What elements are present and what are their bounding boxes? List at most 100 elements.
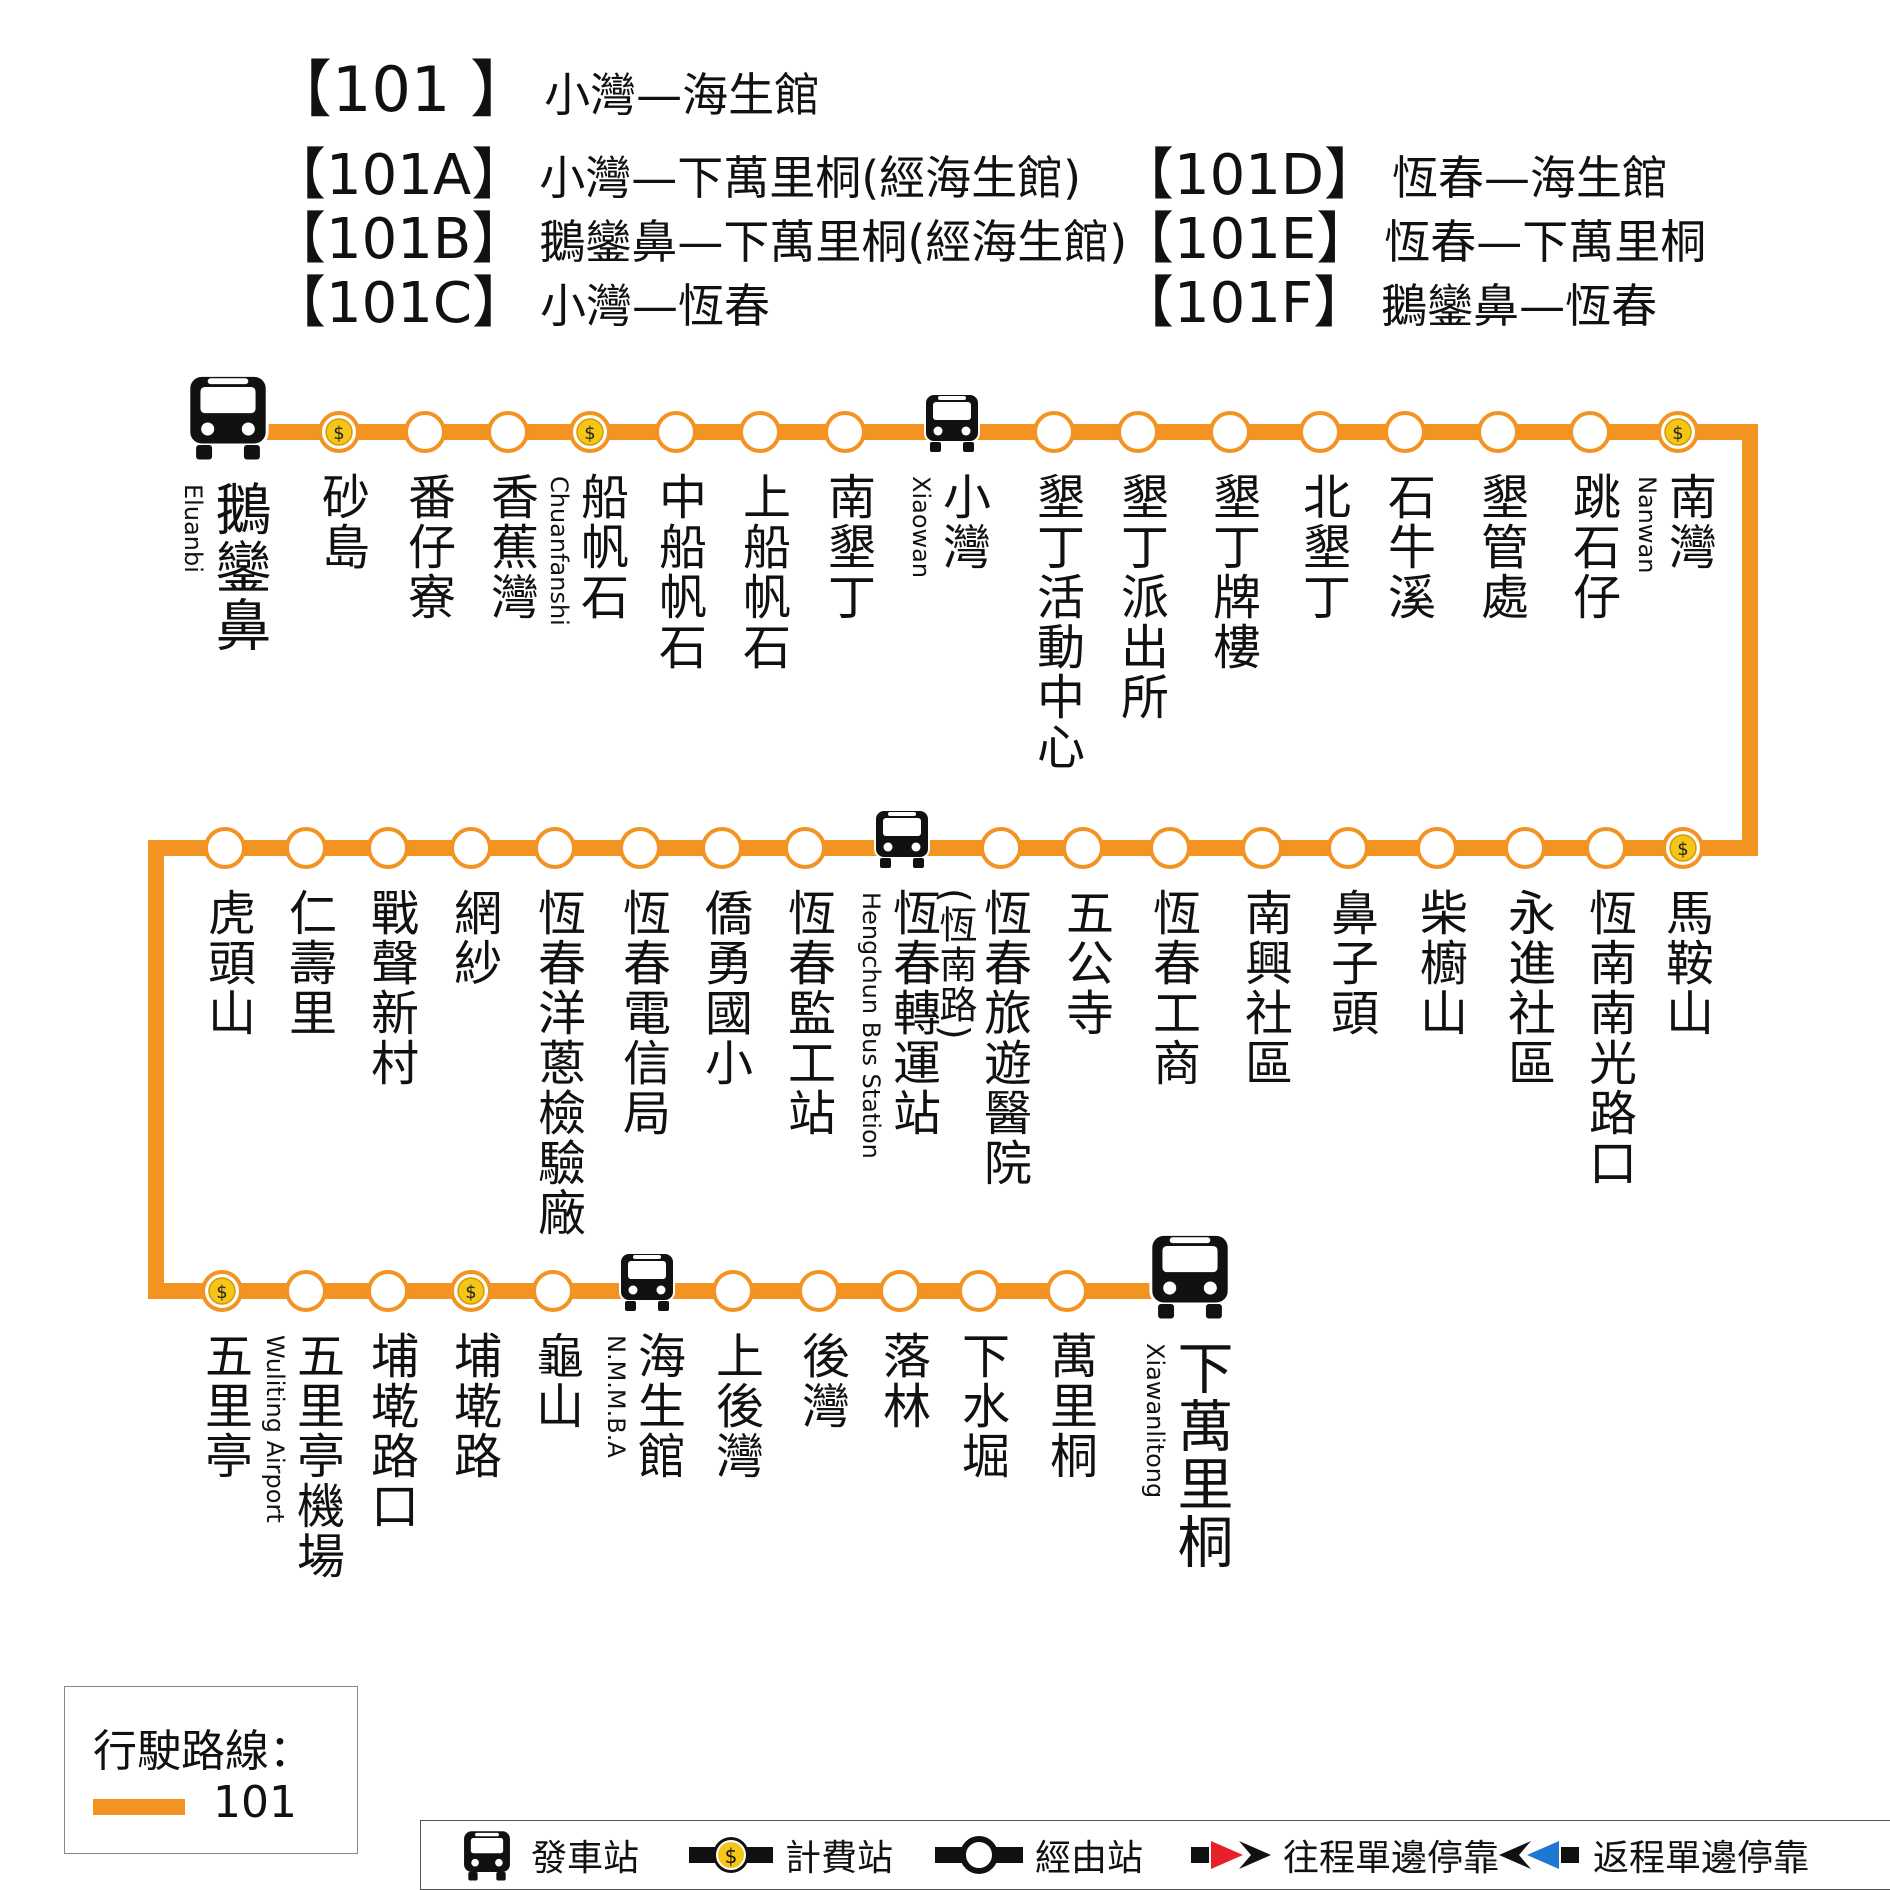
symbol-legend-icons: $ — [464, 1831, 1579, 1881]
stops_row1-stop-8-name: 小灣 — [934, 472, 990, 572]
stops_row2-stop-7-circle-icon — [784, 827, 826, 869]
stops_row3-stop-5-depot-bus-icon — [619, 1252, 675, 1311]
stop-symbol-icon — [935, 1836, 1023, 1874]
stops_row1-stop-7-name: 南墾丁 — [819, 472, 875, 622]
stops_row3-stop-5-name-en: N.M.M.B.A — [602, 1335, 630, 1458]
stops_row1-stop-5-circle-icon — [655, 411, 697, 453]
legend-route-line — [93, 1799, 185, 1815]
stops_row2-stop-17-name: 馬鞍山 — [1657, 888, 1713, 1038]
stops_row2-stop-8-name-en: Hengchun Bus Station — [857, 892, 885, 1159]
stops_row2-stop-0-name: 虎頭山 — [199, 888, 255, 1038]
stops_row3-stop-9-name: 下水堀 — [953, 1331, 1009, 1481]
symbol-legend: $ 發車站 計費站 經由站 往程單邊停靠 返程單邊停靠 — [420, 1820, 1890, 1890]
stops_row1-stop-8-name-en: Xiaowan — [907, 476, 935, 579]
route-list: 【101 】小灣—海生館 【101A】小灣—下萬里桐(經海生館) 【101B】鵝… — [0, 0, 1890, 400]
stops_row1-stop-0-name-en: Eluanbi — [179, 484, 207, 573]
stops_row2-stop-7-name: 恆春監工站 — [779, 888, 835, 1138]
stops_row1-stop-16-toll-icon: $ — [1657, 411, 1699, 453]
stops_row1-stop-5-name: 中船帆石 — [650, 472, 706, 672]
stops_row2-stop-11-name: 恆春工商 — [1144, 888, 1200, 1088]
stops_row2-stop-15-circle-icon — [1504, 827, 1546, 869]
stops_row2-stop-1-circle-icon — [285, 827, 327, 869]
stops_row2-stop-10-circle-icon — [1062, 827, 1104, 869]
stops_row3-stop-11-name: 下萬里桐 — [1168, 1339, 1233, 1571]
route-101: 【101 】小灣—海生館 — [270, 53, 821, 126]
stops_row1-stop-9-circle-icon — [1033, 411, 1075, 453]
stops_row3-stop-0-toll-icon: $ — [201, 1270, 243, 1312]
stops_row2-stop-12-name: 南興社區 — [1236, 888, 1292, 1088]
svg-text:$: $ — [333, 423, 344, 444]
stops_row2-stop-13-circle-icon — [1327, 827, 1369, 869]
stops_row3-stop-11-terminal-bus-icon — [1149, 1232, 1231, 1319]
route-101b: 【101B】鵝鑾鼻—下萬里桐(經海生館) — [270, 207, 1128, 272]
stops_row1-stop-15-circle-icon — [1569, 411, 1611, 453]
stops_row3-stop-10-name: 萬里桐 — [1041, 1331, 1097, 1481]
outbound-stop-icon — [1191, 1841, 1271, 1869]
stops_row2-stop-5-circle-icon — [619, 827, 661, 869]
stops_row3-stop-6-name: 上後灣 — [707, 1331, 763, 1481]
stops_row2-stop-9-circle-icon — [980, 827, 1022, 869]
route-101c: 【101C】小灣—恆春 — [270, 271, 770, 336]
stops_row1-stop-13-circle-icon — [1384, 411, 1426, 453]
stops_row2-stop-4-circle-icon — [534, 827, 576, 869]
svg-text:$: $ — [725, 1844, 738, 1868]
stops_row1-stop-0-name: 鵝鑾鼻 — [206, 480, 271, 654]
stops_row3-stop-9-circle-icon — [958, 1270, 1000, 1312]
stops_row1-stop-16-name: 南灣 — [1660, 472, 1716, 572]
stops_row1-stop-10-circle-icon — [1117, 411, 1159, 453]
legend-title: 行駛路線： — [93, 1726, 313, 1777]
stops_row2-stop-10-name: 五公寺 — [1057, 888, 1113, 1038]
stops_row1-stop-16-name-en: Nanwan — [1633, 476, 1661, 574]
stops_row1-stop-14-circle-icon — [1477, 411, 1519, 453]
stops_row2-stop-9-name-sub: (恆南路) — [933, 888, 977, 1042]
stops_row1-stop-3-circle-icon — [487, 411, 529, 453]
legend-route-number: 101 — [213, 1777, 297, 1828]
symbol-outbound-label: 往程單邊停靠 — [1283, 1838, 1500, 1879]
stops_row2-stop-11-circle-icon — [1149, 827, 1191, 869]
legend-box: 行駛路線： 101 — [64, 1686, 358, 1854]
stops_row1-stop-7-circle-icon — [824, 411, 866, 453]
stops_row2-stop-6-name: 僑勇國小 — [696, 888, 752, 1088]
stops_row1-stop-4-toll-icon: $ — [569, 411, 611, 453]
stops_row3-stop-3-toll-icon: $ — [450, 1270, 492, 1312]
stops_row3-stop-7-name: 後灣 — [793, 1331, 849, 1431]
stops_row2-stop-2-name: 戰聲新村 — [362, 888, 418, 1088]
stops_row2-stop-16-name: 恆南南光路口 — [1580, 888, 1636, 1188]
stops_row2-stop-15-name: 永進社區 — [1499, 888, 1555, 1088]
stops_row3-stop-1-circle-icon — [285, 1270, 327, 1312]
stops_row3-stop-0-name: 五里亭 — [196, 1331, 252, 1481]
stops_row3-stop-1-name-en: Wuliting Airport — [261, 1335, 289, 1523]
stops_row1-stop-10-name: 墾丁派出所 — [1112, 472, 1168, 722]
stops_row1-stop-15-name: 跳石仔 — [1564, 472, 1620, 622]
stops_row2-stop-12-circle-icon — [1241, 827, 1283, 869]
stops_row2-stop-3-name: 網紗 — [445, 888, 501, 988]
symbol-return-label: 返程單邊停靠 — [1593, 1838, 1810, 1879]
stops_row3-stop-5-name: 海生館 — [629, 1331, 685, 1481]
stops_row3-stop-8-name: 落林 — [874, 1331, 930, 1431]
route-101e: 【101E】恆春—下萬里桐 — [1118, 207, 1707, 272]
stops_row1-stop-8-depot-bus-icon — [924, 393, 980, 452]
stops_row1-stop-2-name: 番仔寮 — [399, 472, 455, 622]
svg-text:$: $ — [465, 1282, 476, 1303]
stops_row2-stop-5-name: 恆春電信局 — [614, 888, 670, 1138]
route-101f: 【101F】鵝鑾鼻—恆春 — [1118, 271, 1658, 336]
stops_row3-stop-1-name: 五里亭機場 — [288, 1331, 344, 1581]
stops_row2-stop-4-name: 恆春洋蔥檢驗廠 — [529, 888, 585, 1238]
stops_row1-stop-6-circle-icon — [739, 411, 781, 453]
stops_row3-stop-2-circle-icon — [367, 1270, 409, 1312]
symbol-stop-label: 經由站 — [1035, 1838, 1144, 1879]
stops_row1-stop-12-name: 北墾丁 — [1294, 472, 1350, 622]
stops_row2-stop-13-name: 鼻子頭 — [1322, 888, 1378, 1038]
stops_row1-stop-11-circle-icon — [1209, 411, 1251, 453]
stops_row1-stop-4-name: 船帆石 — [572, 472, 628, 622]
stops_row1-stop-1-name: 砂島 — [313, 472, 369, 572]
svg-text:$: $ — [216, 1282, 227, 1303]
svg-text:$: $ — [1672, 423, 1683, 444]
stops_row3-stop-2-name: 埔墘路口 — [362, 1331, 418, 1531]
stops_row2-stop-16-circle-icon — [1585, 827, 1627, 869]
stops_row1-stop-3-name: 香蕉灣 — [482, 472, 538, 622]
stops_row2-stop-0-circle-icon — [204, 827, 246, 869]
stops_row3-stop-8-circle-icon — [879, 1270, 921, 1312]
